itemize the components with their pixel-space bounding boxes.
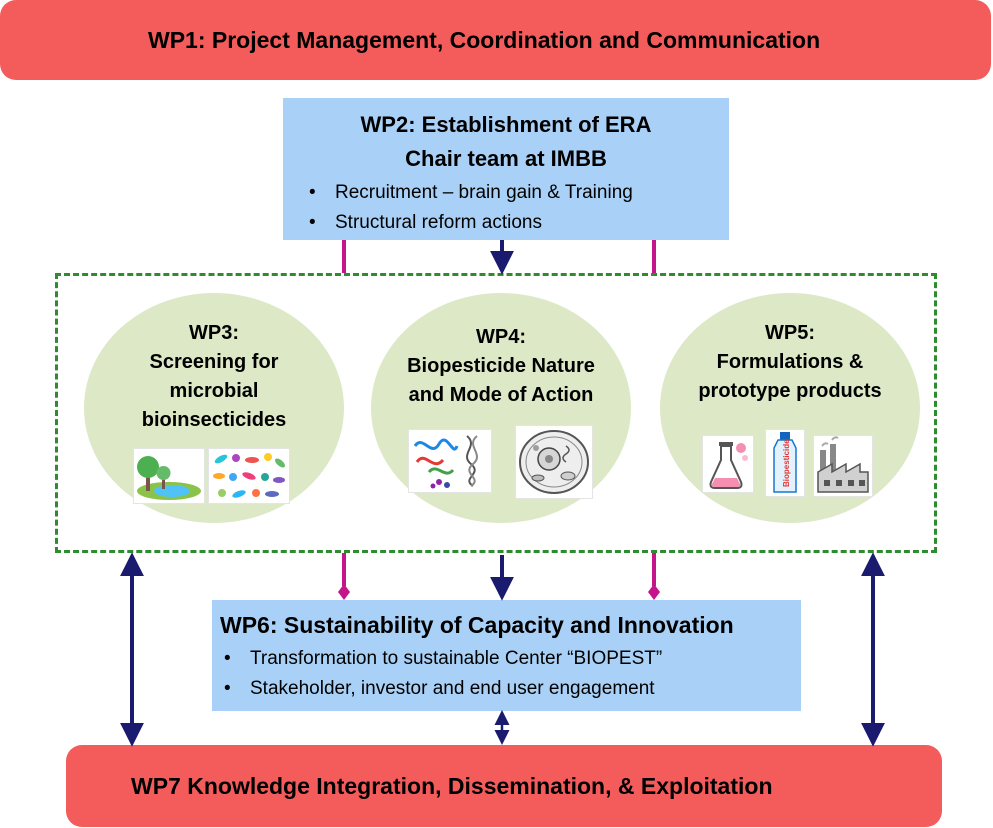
wp1-banner: WP1: Project Management, Coordination an… <box>0 0 991 80</box>
wp7-banner: WP7 Knowledge Integration, Dissemination… <box>66 745 942 827</box>
wp6-bullet: Transformation to sustainable Center “BI… <box>224 644 801 674</box>
wp3-title-line: Screening for <box>149 351 279 373</box>
wp3-title: WP3: Screening for microbial bioinsectic… <box>84 319 344 435</box>
wp4-title: WP4: Biopesticide Nature and Mode of Act… <box>371 323 631 410</box>
wp6-title: WP6: Sustainability of Capacity and Inno… <box>220 612 734 638</box>
wp4-circle: WP4: Biopesticide Nature and Mode of Act… <box>371 293 631 523</box>
wp2-bullet: Structural reform actions <box>309 208 729 238</box>
factory-icon <box>817 436 869 493</box>
wp2-title: WP2: Establishment of ERA Chair team at … <box>283 108 729 176</box>
wp1-title: WP1: Project Management, Coordination an… <box>148 26 821 53</box>
wp3-title-line: bioinsecticides <box>141 409 287 431</box>
wp4-title-line: WP4: <box>476 326 526 348</box>
cell-icon <box>519 430 589 494</box>
cell-illustration <box>515 425 593 499</box>
wp6-bullet-list: Transformation to sustainable Center “BI… <box>220 644 801 704</box>
biopesticide-bottle: Biopesticide <box>765 429 805 497</box>
wp5-title-line: prototype products <box>698 380 882 402</box>
wp6-bullet: Stakeholder, investor and end user engag… <box>224 674 801 704</box>
wp5-title-line: WP5: <box>765 322 815 344</box>
pond-tree-illustration <box>133 448 205 504</box>
wp7-title: WP7 Knowledge Integration, Dissemination… <box>131 772 773 799</box>
flask-icon <box>709 442 748 489</box>
wp4-title-line: Biopesticide Nature <box>407 355 595 377</box>
wp4-title-line: and Mode of Action <box>408 384 594 406</box>
microbes-illustration <box>208 448 290 504</box>
wp3-title-line: microbial <box>169 380 259 402</box>
wp2-box: WP2: Establishment of ERA Chair team at … <box>283 98 729 240</box>
factory-illustration <box>813 435 873 497</box>
protein-dna-illustration <box>408 429 492 493</box>
bottle-icon: Biopesticide <box>773 432 797 493</box>
wp3-title-line: WP3: <box>189 322 239 344</box>
microbes-icon <box>213 453 285 498</box>
wp3-circle: WP3: Screening for microbial bioinsectic… <box>84 293 344 523</box>
wp2-bullet-list: Recruitment – brain gain & Training Stru… <box>283 178 729 238</box>
wp5-title-line: Formulations & <box>716 351 864 373</box>
group-left-diamond <box>338 584 350 600</box>
wp2-title-line1: WP2: Establishment of ERA <box>360 112 652 137</box>
wp6-box: WP6: Sustainability of Capacity and Inno… <box>212 600 801 711</box>
flask-illustration <box>702 435 754 493</box>
wp5-circle: WP5: Formulations & prototype products B… <box>660 293 920 523</box>
wp5-title: WP5: Formulations & prototype products <box>660 319 920 406</box>
group-right-diamond <box>648 584 660 600</box>
wp2-title-line2: Chair team at IMBB <box>405 146 607 171</box>
bottle-label: Biopesticide <box>782 439 791 487</box>
wp2-bullet: Recruitment – brain gain & Training <box>309 178 729 208</box>
protein-dna-icon <box>413 435 478 489</box>
pond-tree-icon <box>137 456 201 500</box>
